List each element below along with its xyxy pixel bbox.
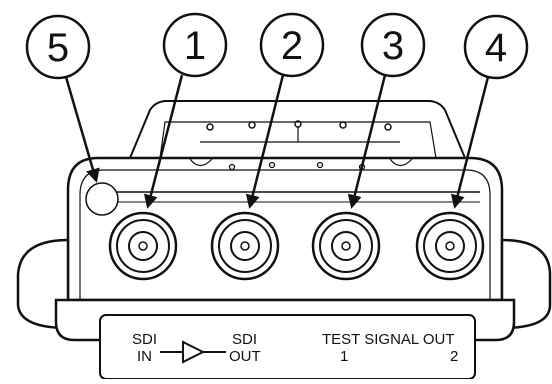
test-signal-out-label: TEST SIGNAL OUT	[322, 331, 455, 348]
device-top-handle	[129, 100, 466, 159]
bnc-connector-test-out-1	[311, 211, 381, 281]
callout-number: 3	[382, 24, 404, 68]
sdi-out-label-line1: SDI	[232, 331, 257, 348]
bnc-connector-sdi-in	[108, 211, 178, 281]
bnc-connector-sdi-out	[210, 211, 280, 281]
sdi-out-label-line2: OUT	[229, 348, 261, 365]
sdi-in-label-line2: IN	[137, 348, 152, 365]
device-bottom-band	[54, 298, 516, 380]
sdi-in-label-line1: SDI	[132, 331, 157, 348]
callout-3: 3	[360, 12, 426, 78]
arrow-3	[347, 74, 387, 209]
bnc-connector-test-out-2	[415, 211, 485, 281]
test-out-1-label: 1	[340, 348, 348, 365]
callout-number: 1	[184, 24, 206, 68]
callout-2: 2	[259, 12, 325, 78]
test-out-2-label: 2	[450, 348, 458, 365]
panel-labels: SDI IN SDI OUT TEST SIGNAL OUT 1 2	[132, 331, 458, 365]
callout-number: 2	[281, 24, 303, 68]
arrow-1	[143, 74, 184, 209]
callout-arrows	[64, 74, 490, 209]
indicator-lamp	[85, 182, 119, 216]
callout-5: 5	[25, 14, 91, 80]
arrow-5	[64, 76, 100, 183]
callout-4: 4	[463, 14, 529, 80]
callout-1: 1	[162, 12, 228, 78]
callout-number: 4	[485, 26, 507, 70]
callout-number: 5	[47, 26, 69, 70]
arrow-2	[245, 74, 285, 209]
signal-flow-icon	[160, 340, 226, 364]
arrow-4	[450, 76, 490, 209]
